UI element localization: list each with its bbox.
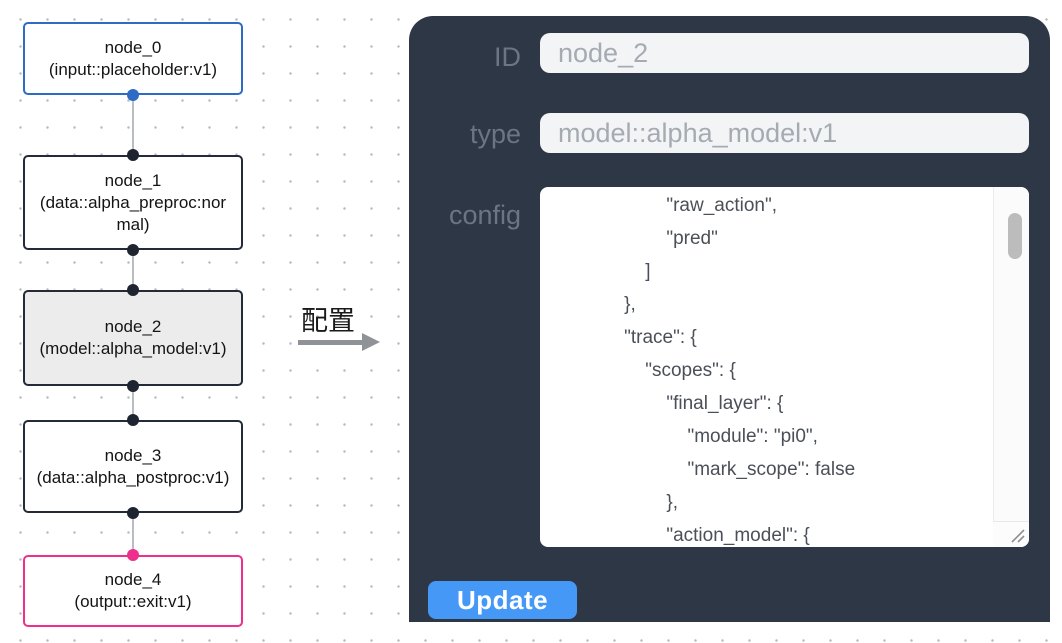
edge-node_2-node_3	[132, 386, 134, 420]
update-button[interactable]: Update	[428, 581, 577, 619]
arrow-right-icon	[298, 340, 362, 345]
flow-node-node_0[interactable]: node_0 (input::placeholder:v1)	[23, 22, 243, 95]
edge-node_0-node_1	[132, 95, 134, 155]
node-title: node_0	[104, 37, 162, 57]
node-subtitle: (output::exit:v1)	[74, 592, 192, 611]
flow-node-node_3[interactable]: node_3 (data::alpha_postproc:v1)	[23, 420, 243, 513]
type-input[interactable]	[540, 113, 1029, 153]
edge-node_1-node_2	[132, 250, 134, 290]
node_1-output-port[interactable]	[127, 244, 139, 256]
id-field-label: ID	[494, 42, 521, 72]
edge-node_3-node_4	[132, 513, 134, 555]
node_2-input-port[interactable]	[127, 284, 139, 296]
node_2-output-port[interactable]	[127, 380, 139, 392]
node_0-output-port[interactable]	[127, 89, 139, 101]
transition-label: 配置	[301, 306, 355, 336]
node-title: node_1	[104, 170, 162, 190]
config-json-text: "raw_action", "pred" ] }, "trace": { "sc…	[624, 195, 856, 546]
id-input[interactable]	[540, 33, 1029, 73]
config-panel: ID type config "raw_action", "pred" ] },…	[409, 16, 1050, 622]
config-textarea[interactable]: "raw_action", "pred" ] }, "trace": { "sc…	[540, 187, 1029, 547]
node-subtitle: (model::alpha_model:v1)	[39, 339, 227, 358]
node-subtitle: (input::placeholder:v1)	[48, 59, 218, 79]
arrow-right-head-icon	[362, 333, 380, 351]
flow-node-node_1[interactable]: node_1 (data::alpha_preproc:normal)	[23, 155, 243, 250]
node-title: node_3	[104, 445, 162, 465]
node_3-input-port[interactable]	[127, 414, 139, 426]
node-subtitle: (data::alpha_postproc:v1)	[36, 467, 230, 487]
flow-node-node_4[interactable]: node_4 (output::exit:v1)	[23, 555, 243, 627]
node-title: node_4	[104, 570, 162, 589]
node_1-input-port[interactable]	[127, 149, 139, 161]
scrollbar-thumb[interactable]	[1008, 213, 1022, 259]
flow-node-node_2-selected[interactable]: node_2 (model::alpha_model:v1)	[23, 290, 243, 386]
node_4-input-port[interactable]	[127, 549, 139, 561]
resize-handle-icon[interactable]	[993, 521, 1029, 547]
config-field-label: config	[448, 200, 521, 230]
type-field-label: type	[469, 119, 521, 149]
node-title: node_2	[104, 317, 162, 336]
node-subtitle: (data::alpha_preproc:normal)	[39, 192, 227, 234]
node_3-output-port[interactable]	[127, 507, 139, 519]
